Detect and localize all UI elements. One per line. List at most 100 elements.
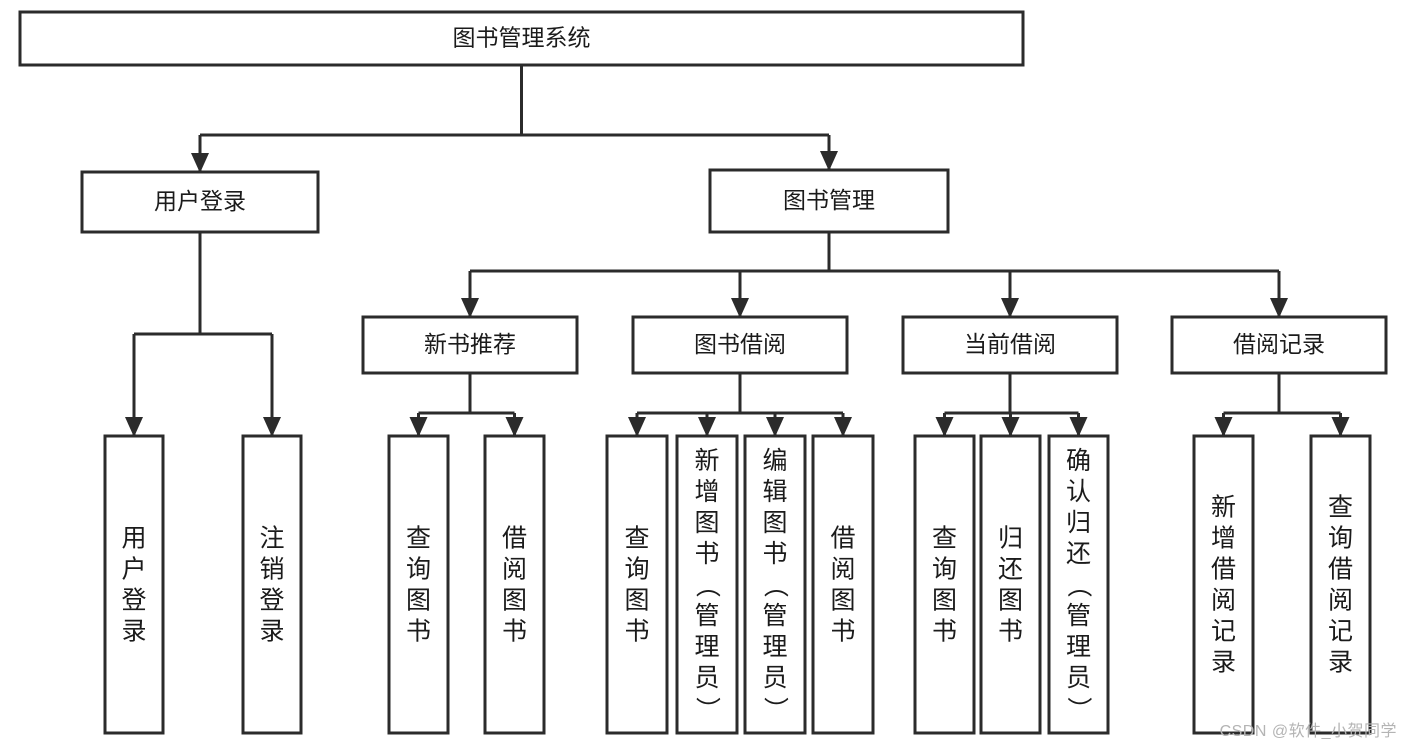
arrow-head-icon: [820, 151, 838, 171]
connectors-layer: [125, 65, 1350, 437]
node-label: 借阅记录: [1233, 331, 1325, 357]
node-label-char: 阅: [502, 556, 527, 584]
node-label-char: 询: [1328, 525, 1353, 553]
node-label-char: 图: [830, 587, 855, 615]
node-label-char: 借: [502, 525, 527, 553]
node-label-char: 理: [762, 633, 787, 661]
node-label-char: 录: [1328, 649, 1353, 677]
node-label-char: 注: [259, 525, 284, 553]
node-label-char: 新: [1211, 494, 1236, 522]
node-label-char: 用: [121, 525, 146, 553]
node-label-char: 确: [1066, 447, 1091, 475]
node-user-login[interactable]: 用户登录: [80, 170, 320, 234]
arrow-head-icon: [263, 417, 281, 437]
node-label-char: 归: [998, 525, 1023, 553]
node-new-book-recommend[interactable]: 新书推荐: [361, 315, 579, 375]
node-label-char: 书: [624, 618, 649, 646]
node-label-char: 书: [502, 618, 527, 646]
node-label-char: 查: [932, 525, 957, 553]
node-label-char: 编: [762, 447, 787, 475]
node-label-char: （: [1065, 573, 1093, 598]
node-label-char: 图: [406, 587, 431, 615]
node-label: 当前借阅: [964, 331, 1056, 357]
arrow-head-icon: [461, 298, 479, 318]
node-book-management[interactable]: 图书管理: [708, 168, 950, 234]
node-label-char: 管: [762, 602, 787, 630]
node-label-char: 查: [1328, 494, 1353, 522]
arrow-head-icon: [1069, 417, 1088, 437]
node-label-char: 还: [1066, 540, 1091, 568]
node-label-char: 阅: [830, 556, 855, 584]
node-label-char: 询: [406, 556, 431, 584]
node-label-char: 增: [1211, 525, 1236, 553]
node-label: 新书推荐: [424, 331, 516, 357]
node-label-char: 阅: [1328, 587, 1353, 615]
node-borrow-record[interactable]: 借阅记录: [1170, 315, 1388, 375]
node-label-char: 增: [694, 478, 719, 506]
arrow-head-icon: [1214, 417, 1233, 437]
nodes-layer: 图书管理系统用户登录图书管理用户登录注销登录新书推荐查询图书借阅图书图书借阅查询…: [18, 10, 1388, 735]
node-label-char: 员: [1066, 664, 1091, 692]
node-label-char: 辑: [762, 478, 787, 506]
node-label-char: 借: [1328, 556, 1353, 584]
node-label-char: 图: [694, 509, 719, 537]
node-label-char: 员: [762, 664, 787, 692]
node-label-char: 借: [830, 525, 855, 553]
node-label-char: 新: [694, 447, 719, 475]
node-label-char: 图: [998, 587, 1023, 615]
node-label-char: 记: [1211, 618, 1236, 646]
node-label-char: 理: [1066, 633, 1091, 661]
node-label-char: 书: [694, 540, 719, 568]
node-label-char: 户: [121, 556, 146, 584]
arrow-head-icon: [935, 417, 954, 437]
node-label-char: 录: [259, 618, 284, 646]
node-label-char: 询: [624, 556, 649, 584]
node-label-char: 登: [259, 587, 284, 615]
node-label: 用户登录: [154, 188, 246, 214]
node-label-char: 图: [932, 587, 957, 615]
node-label-char: 销: [259, 556, 284, 584]
arrow-head-icon: [409, 417, 428, 437]
arrow-head-icon: [698, 417, 716, 437]
node-label: 图书借阅: [694, 331, 786, 357]
node-label-char: 询: [932, 556, 957, 584]
node-label-char: 认: [1066, 478, 1091, 506]
node-label-char: 查: [624, 525, 649, 553]
arrow-head-icon: [834, 417, 852, 437]
arrow-head-icon: [1001, 417, 1020, 437]
node-label-char: 书: [932, 618, 957, 646]
node-user-login-action[interactable]: 用户登录: [103, 434, 165, 735]
node-label-char: ）: [693, 697, 721, 722]
node-label-char: 图: [502, 587, 527, 615]
arrow-head-icon: [1001, 298, 1019, 318]
arrow-head-icon: [191, 153, 209, 173]
arrow-head-icon: [1270, 298, 1288, 318]
node-label-char: 书: [762, 540, 787, 568]
node-label-char: （: [761, 573, 789, 598]
node-label: 图书管理系统: [453, 25, 591, 51]
arrow-head-icon: [766, 417, 784, 437]
node-root[interactable]: 图书管理系统: [18, 10, 1025, 67]
node-label-char: 管: [1066, 602, 1091, 630]
node-label-char: ）: [1065, 697, 1093, 722]
node-label-char: 登: [121, 587, 146, 615]
node-current-borrow[interactable]: 当前借阅: [901, 315, 1119, 375]
node-label-char: 理: [694, 633, 719, 661]
node-label-char: （: [693, 573, 721, 598]
node-book-borrow[interactable]: 图书借阅: [631, 315, 849, 375]
node-label-char: 图: [762, 509, 787, 537]
node-label-char: 书: [406, 618, 431, 646]
